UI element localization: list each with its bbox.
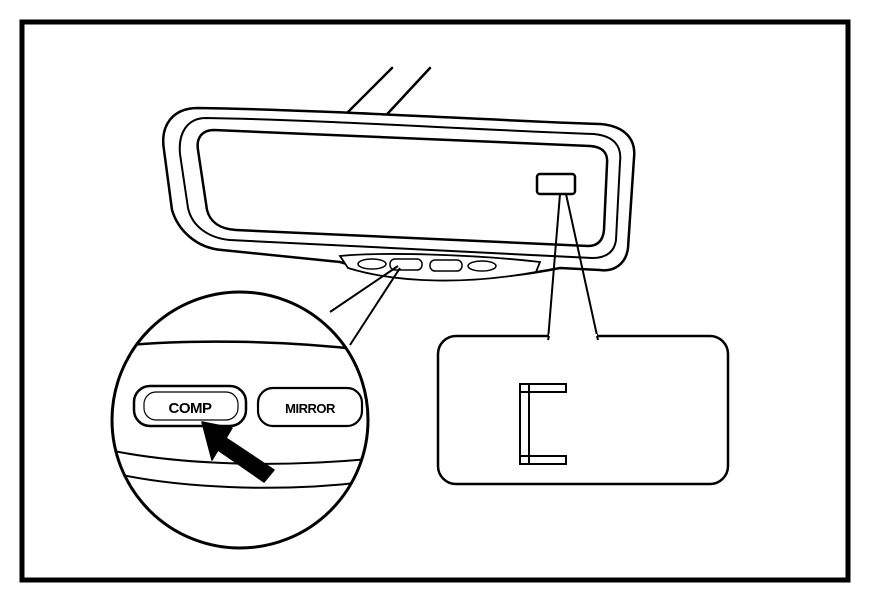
comp-button-label: COMP xyxy=(169,400,212,417)
display-panel xyxy=(436,334,730,486)
display-readout-c xyxy=(519,383,567,465)
mirror-glass xyxy=(196,128,609,248)
mirror-indicator-window xyxy=(535,172,577,196)
mirror-button[interactable] xyxy=(256,386,364,428)
mirror-housing-rim xyxy=(178,116,622,260)
zoom-callout-lines xyxy=(329,265,401,346)
mirror-button-label: MIRROR xyxy=(285,401,336,416)
zoom-circle-outline xyxy=(110,290,370,550)
display-notch xyxy=(547,335,599,341)
press-arrow-icon xyxy=(201,421,275,483)
display-callout-lines xyxy=(547,193,599,341)
mirror-small-buttons xyxy=(357,258,497,272)
comp-button[interactable] xyxy=(132,384,248,428)
